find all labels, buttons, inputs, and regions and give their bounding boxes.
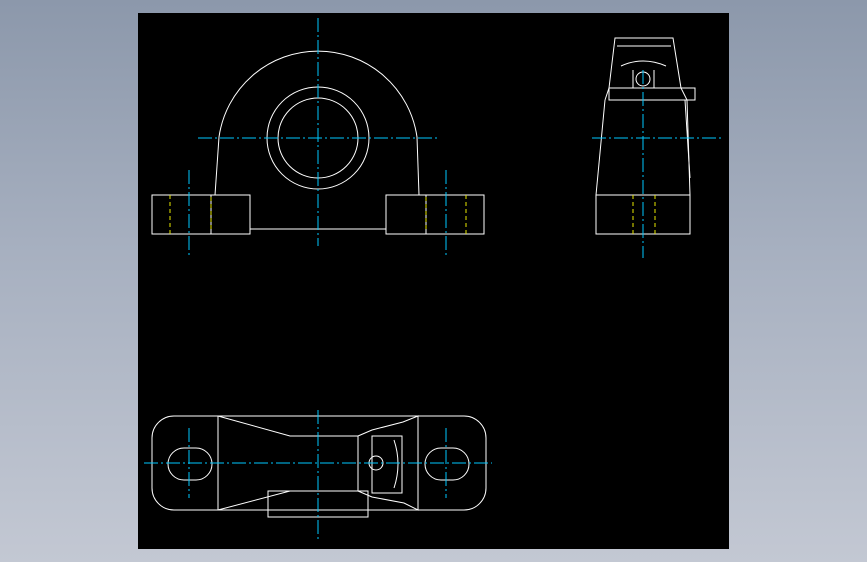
- insert-arc: [393, 439, 399, 489]
- insert-band: [608, 87, 696, 101]
- body-left-edge: [604, 87, 610, 101]
- front-view: [151, 18, 485, 258]
- left-slot: [167, 447, 213, 481]
- body-right-edge: [680, 87, 688, 101]
- top-view: [144, 410, 492, 540]
- body-right-collar: [684, 99, 691, 179]
- left-foot: [151, 194, 251, 235]
- insert-block: [371, 435, 403, 494]
- cap-outline: [608, 37, 682, 89]
- right-slot: [424, 447, 470, 481]
- cad-viewport[interactable]: [138, 13, 729, 549]
- cap-arc: [620, 60, 667, 67]
- housing-outline: [214, 50, 420, 196]
- drawing-canvas: [144, 18, 724, 540]
- right-foot: [385, 194, 485, 235]
- side-view: [592, 37, 724, 258]
